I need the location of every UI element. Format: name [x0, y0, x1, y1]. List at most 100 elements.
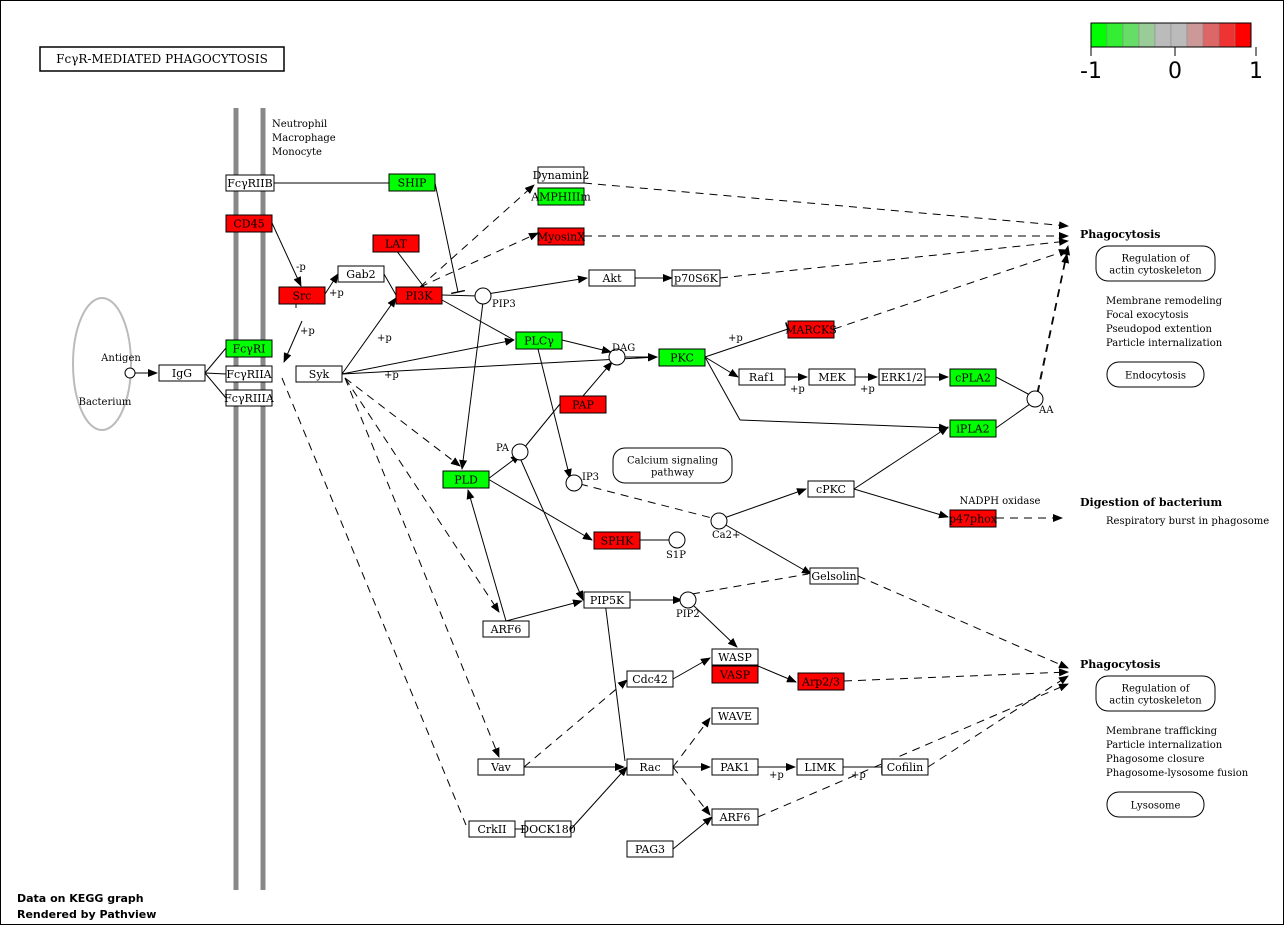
pathway-link-endocytosis[interactable]: Endocytosis — [1106, 361, 1205, 388]
gene-node-cpla2[interactable]: cPLA2 — [949, 368, 997, 387]
compound-pip3[interactable]: PIP3 — [474, 287, 516, 310]
edge-labels-layer: -p+p+p+p+p+p+p+p+p+p — [296, 262, 875, 781]
gene-node-cofilin[interactable]: Cofilin — [881, 758, 929, 776]
compound-label: IP3 — [582, 472, 599, 483]
edge-line — [833, 249, 1069, 330]
gene-node-label: PLD — [454, 474, 478, 487]
gene-node-p47phox[interactable]: p47phox — [949, 509, 998, 528]
compound-label: Ca2+ — [712, 530, 740, 541]
gene-node-label: LIMK — [804, 761, 836, 774]
gene-node-lat[interactable]: LAT — [372, 234, 420, 253]
gene-node-label: FcγRI — [233, 343, 266, 356]
compound-pa[interactable]: PA — [496, 443, 529, 461]
gene-node-erk12[interactable]: ERK1/2 — [878, 368, 926, 386]
gene-node-fcyriib[interactable]: FcγRIIB — [225, 174, 275, 192]
pathway-link-label: Endocytosis — [1125, 371, 1186, 382]
antigen-node[interactable] — [124, 367, 136, 379]
edge-label: -p — [296, 262, 306, 273]
gene-node-wave[interactable]: WAVE — [711, 707, 759, 725]
gene-node-vasp[interactable]: VASP — [711, 665, 759, 684]
outcome-item: Membrane remodeling — [1106, 296, 1223, 307]
gene-node-dock180[interactable]: DOCK180 — [520, 820, 576, 838]
gene-node-syk[interactable]: Syk — [295, 365, 343, 383]
gene-node-marcks[interactable]: MARCKS — [785, 320, 837, 339]
edge-line — [995, 403, 1031, 429]
gene-node-sphk[interactable]: SPHK — [593, 531, 641, 550]
gene-node-akt[interactable]: Akt — [588, 269, 636, 287]
gene-node-pkc[interactable]: PKC — [658, 348, 706, 367]
edge-line — [927, 675, 1069, 768]
gene-node-dynamin2[interactable]: Dynamin2 — [533, 166, 590, 184]
gene-node-p70s6k[interactable]: p70S6K — [671, 269, 721, 287]
gene-node-pi3k[interactable]: PI3K — [395, 286, 443, 305]
gene-node-label: FcγRIIB — [227, 177, 272, 190]
compound-dag[interactable]: DAG — [608, 343, 635, 366]
outcome-item: Particle internalization — [1106, 740, 1223, 751]
gene-node-cdc42[interactable]: Cdc42 — [626, 670, 674, 688]
edge-line — [672, 766, 711, 816]
edge-line — [857, 575, 1069, 669]
legend-tick-label: -1 — [1080, 59, 1102, 84]
gene-node-myosinx[interactable]: MyosinX — [537, 227, 585, 246]
gene-node-crkii[interactable]: CrkII — [468, 820, 516, 838]
gene-node-vav[interactable]: Vav — [477, 758, 525, 776]
bacterium-label: Bacterium — [79, 397, 132, 408]
compound-ca[interactable]: Ca2+ — [710, 512, 740, 541]
gene-node-pip5k[interactable]: PIP5K — [583, 591, 631, 609]
gene-node-fcyriia[interactable]: FcγRIIA — [225, 365, 273, 383]
gene-node-cd45[interactable]: CD45 — [225, 214, 273, 233]
compound-ip3[interactable]: IP3 — [565, 472, 599, 492]
compound-s1p[interactable]: S1P — [666, 531, 686, 561]
edge-line — [583, 182, 1069, 230]
legend-swatch — [1106, 22, 1124, 48]
gene-node-raf1[interactable]: Raf1 — [738, 368, 786, 386]
edge-line — [204, 347, 227, 374]
gene-node-label: FcγRIIIA — [224, 392, 275, 405]
gene-node-ship[interactable]: SHIP — [388, 173, 436, 192]
pathway-link-lysosome[interactable]: Lysosome — [1106, 791, 1205, 818]
gene-node-label: Raf1 — [749, 371, 775, 384]
edge-line — [441, 299, 515, 341]
edge-line — [341, 353, 658, 375]
gene-node-gab2[interactable]: Gab2 — [337, 265, 385, 283]
gene-node-arf6a[interactable]: ARF6 — [482, 620, 530, 638]
gene-node-label: Rac — [639, 761, 660, 774]
legend-swatch — [1122, 22, 1140, 48]
svg-text:FcγR-MEDIATED PHAGOCYTOSIS: FcγR-MEDIATED PHAGOCYTOSIS — [56, 52, 268, 66]
gene-node-rac[interactable]: Rac — [626, 758, 674, 776]
gene-node-wasp[interactable]: WASP — [711, 648, 759, 666]
gene-node-arp23[interactable]: Arp2/3 — [797, 672, 845, 691]
gene-node-ipla2[interactable]: iPLA2 — [949, 419, 997, 438]
legend-tick-label: 1 — [1249, 59, 1263, 84]
edge-label: +p — [377, 333, 392, 344]
gene-node-mek[interactable]: MEK — [808, 368, 856, 386]
gene-node-gelsolin[interactable]: Gelsolin — [809, 567, 859, 585]
edge-line — [672, 816, 713, 850]
gene-node-cpkc[interactable]: cPKC — [807, 480, 855, 498]
edge-line — [1037, 253, 1070, 394]
gene-node-pak1[interactable]: PAK1 — [711, 758, 759, 776]
compound-pip2[interactable]: PIP2 — [676, 591, 700, 620]
gene-node-fcyri[interactable]: FcγRI — [225, 339, 273, 358]
outcome-heading: Phagocytosis — [1080, 228, 1161, 241]
gene-node-pag3[interactable]: PAG3 — [626, 840, 674, 858]
compound-aa[interactable]: AA — [1026, 390, 1054, 416]
gene-node-arf6b[interactable]: ARF6 — [711, 808, 759, 826]
gene-node-pld[interactable]: PLD — [442, 470, 490, 489]
gene-node-igg[interactable]: IgG — [158, 364, 206, 382]
compound-label: AA — [1038, 405, 1054, 416]
gene-node-limk[interactable]: LIMK — [796, 758, 844, 776]
edge-line — [519, 457, 584, 601]
gene-node-src[interactable]: Src — [278, 286, 326, 305]
gene-node-amphiiim[interactable]: AMPHIIIm — [530, 187, 591, 206]
gene-node-pap[interactable]: PAP — [559, 395, 607, 414]
gene-node-fcyriiia[interactable]: FcγRIIIA — [224, 389, 275, 407]
gene-node-plcy[interactable]: PLCγ — [515, 331, 563, 350]
